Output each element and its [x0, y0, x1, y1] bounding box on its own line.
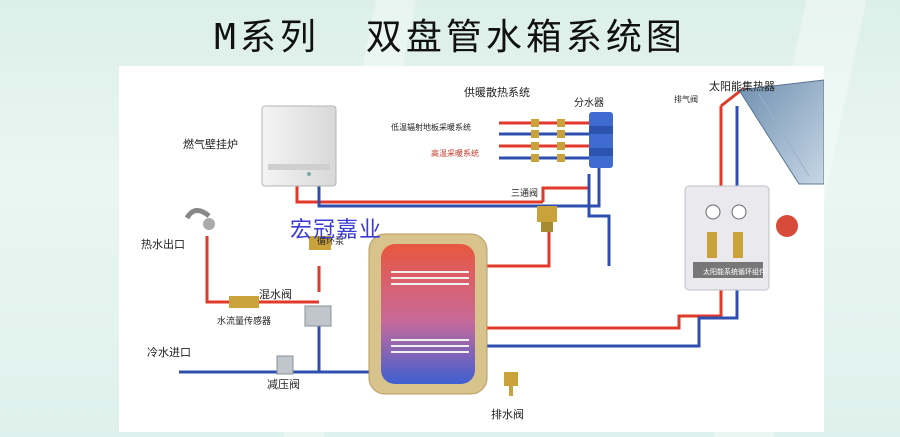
expansion-tank — [776, 215, 798, 237]
cold-water-inlet-label: 冷水进口 — [147, 346, 191, 359]
vent-valve-label: 排气阀 — [674, 94, 698, 104]
manifold-valves — [531, 119, 565, 162]
title-name: 双盘管水箱系统图 — [365, 17, 686, 58]
solar-pump-group-label: 太阳能系统循环组件 — [703, 267, 766, 276]
gas-boiler — [261, 105, 337, 187]
pressure-reducing-valve — [276, 355, 294, 375]
drain-valve — [504, 372, 518, 396]
hot-water-outlet-label: 热水出口 — [141, 237, 185, 251]
circulation-pump — [309, 236, 331, 250]
boiler-return-pipe — [317, 166, 601, 208]
manifold-label: 分水器 — [574, 97, 604, 109]
mixing-valve-label: 混水阀 — [259, 287, 292, 301]
pressure-reducing-valve-label: 减压阀 — [267, 377, 300, 391]
manifold-return-pipe — [587, 174, 611, 266]
solar-collector-panel — [738, 79, 824, 185]
boiler-supply-pipe — [295, 183, 543, 204]
title-series: M系列 — [214, 17, 320, 58]
floor-heating-label: 低温辐射地板采暖系统 — [391, 122, 471, 132]
boiler-label: 燃气壁挂炉 — [183, 137, 238, 151]
diagram-canvas: 燃气壁挂炉 分水器 供暖散热系统 低温辐射地板采暖系统 高温采暖系统 三通阀 — [119, 66, 824, 432]
hot-water-outlet-pipe — [205, 236, 319, 304]
shower-head-icon — [184, 208, 215, 230]
mixing-valve — [304, 305, 332, 327]
radiator-heating-label: 高温采暖系统 — [431, 148, 479, 158]
three-way-valve-label: 三通阀 — [511, 188, 538, 199]
solar-collector-label: 太阳能集热器 — [709, 79, 775, 93]
flow-sensor-label: 水流量传感器 — [217, 315, 271, 327]
heating-system-label: 供暖散热系统 — [464, 85, 530, 99]
manifold — [589, 112, 613, 168]
page-title: M系列 双盘管水箱系统图 — [0, 8, 900, 60]
water-tank — [368, 233, 488, 395]
three-way-valve — [537, 206, 557, 232]
upper-coil — [391, 271, 469, 285]
upper-coil-pipe — [484, 216, 551, 268]
manifold-feed-pipe — [541, 174, 591, 202]
system-diagram: 燃气壁挂炉 分水器 供暖散热系统 低温辐射地板采暖系统 高温采暖系统 三通阀 — [141, 79, 824, 421]
cold-water-inlet-pipe — [179, 326, 321, 374]
circulation-pump-label: 循环泵 — [317, 235, 344, 247]
drain-valve-label: 排水阀 — [491, 407, 524, 421]
flow-sensor — [229, 296, 259, 308]
solar-pump-group — [684, 185, 770, 291]
lower-coil — [391, 339, 469, 353]
watermark: 宏冠嘉业 — [290, 218, 383, 243]
